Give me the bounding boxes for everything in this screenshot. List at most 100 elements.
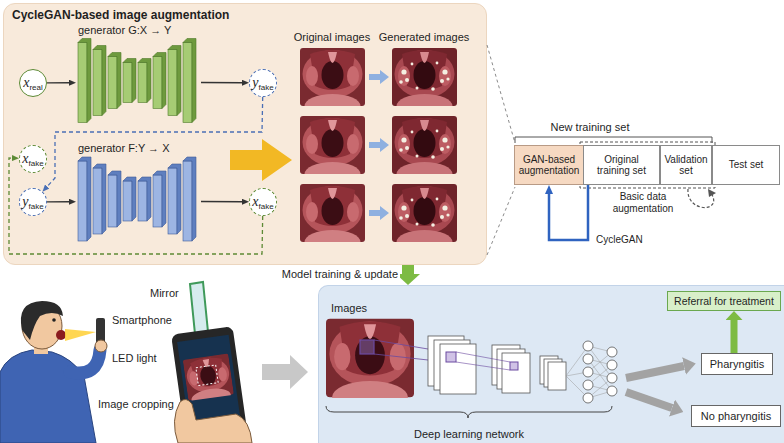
generator-f-stack-part xyxy=(153,175,162,227)
generator-f-stack-part xyxy=(168,168,177,234)
network-illustration-part-part xyxy=(548,362,566,390)
generator-g-stack-part xyxy=(123,63,132,103)
connector xyxy=(47,82,69,84)
connector xyxy=(731,320,738,353)
connector xyxy=(201,82,242,84)
connector xyxy=(402,265,414,274)
person-illustration-part xyxy=(0,350,96,443)
generator-g-stack-part xyxy=(108,57,117,109)
subscript: fake xyxy=(29,159,44,168)
generator-f-stack-part xyxy=(78,157,91,241)
label-slot: LED light xyxy=(112,352,157,365)
person-illustration-part xyxy=(95,340,107,352)
dataset-box: Original training set xyxy=(583,145,660,185)
text-slot: generator G:X → Y xyxy=(78,24,171,37)
sample-circle: yfake xyxy=(19,188,47,216)
edge-label: CycleGAN xyxy=(594,234,645,246)
person-illustration-part xyxy=(70,350,100,373)
generator-f-stack-part xyxy=(123,181,132,221)
network-illustration-part-part xyxy=(583,393,593,403)
text-slot: CycleGAN-based image augmentation xyxy=(12,9,229,23)
network-illustration-part-part xyxy=(607,360,617,370)
person-illustration-part xyxy=(56,330,66,340)
generator-network: generator F:Y → X xyxy=(76,159,201,245)
person-illustration-part xyxy=(65,329,96,341)
network-illustration-part xyxy=(446,352,456,362)
generator-network: generator G:X → Y xyxy=(76,41,201,126)
generator-f-stack-part xyxy=(78,161,87,241)
box-text: Validation set xyxy=(664,154,708,177)
loop-label: Basic data augmentation xyxy=(604,191,682,214)
generator-f-stack-part xyxy=(93,168,102,234)
box-text: No pharyngitis xyxy=(701,410,771,423)
label-slot: Generated images xyxy=(379,31,470,44)
column-header: Generated images xyxy=(379,31,470,44)
variable-name: x xyxy=(22,151,28,167)
math-symbol: yfake xyxy=(252,75,273,91)
box-text: Test set xyxy=(729,159,763,171)
smartphone-in-hand-part-part xyxy=(196,365,218,386)
generator-g-stack-part xyxy=(138,63,147,103)
generator-f-stack-part xyxy=(108,171,121,227)
sample-circle: yfake xyxy=(249,69,277,97)
generator-g-stack-part xyxy=(168,46,181,116)
panel-title: CycleGAN-based image augmentation xyxy=(12,9,229,23)
math-symbol: xfake xyxy=(22,151,43,167)
subscript: fake xyxy=(259,202,274,211)
network-illustration-part-part xyxy=(607,347,617,357)
dataset-link-lines-part xyxy=(487,187,515,255)
smartphone-in-hand-part-part xyxy=(183,354,235,409)
dataset-link-lines-part xyxy=(487,45,515,143)
generator-f-stack-part xyxy=(153,171,166,227)
variable-name: y xyxy=(22,194,28,210)
edge-label: Model training & update xyxy=(280,268,400,281)
result-box: Pharyngitis xyxy=(701,353,773,375)
variable-name: y xyxy=(252,75,258,91)
generator-f-stack-part xyxy=(138,181,147,221)
text-slot: generator F:Y → X xyxy=(78,142,170,155)
dashed-group-outline xyxy=(580,142,715,188)
box-text: Pharyngitis xyxy=(710,358,764,371)
generator-f-stack-part xyxy=(108,175,117,227)
network-illustration-part-part xyxy=(440,344,476,394)
subscript: real xyxy=(29,83,42,92)
smartphone-in-hand xyxy=(171,326,252,443)
edge-label-slot: CycleGAN xyxy=(594,234,645,246)
dataset-link-lines xyxy=(487,45,515,255)
text-slot: Deep learning network xyxy=(414,428,524,441)
bracket-label: New training set xyxy=(551,121,630,134)
part-label: Image cropping xyxy=(98,398,174,411)
box-text: Referral for treatment xyxy=(674,295,774,307)
label-slot: New training set xyxy=(551,121,630,134)
person-illustration-part xyxy=(52,318,56,322)
generator-g-stack-part xyxy=(153,53,166,109)
math-symbol: yfake xyxy=(22,194,43,210)
edge-label-slot: Model training & update xyxy=(280,268,400,281)
generator-g-stack-part xyxy=(183,39,196,123)
dataset-box: Validation set xyxy=(660,145,712,185)
brace-label: Deep learning network xyxy=(414,428,524,441)
generator-g-stack-part xyxy=(153,57,162,109)
math-symbol: xfake xyxy=(252,194,273,210)
generator-g-stack-part xyxy=(93,50,102,116)
network-illustration-part-part xyxy=(583,341,593,351)
smartphone-in-hand-part xyxy=(174,399,252,443)
connector xyxy=(47,201,69,203)
section-label: Images xyxy=(331,302,367,315)
network-illustration-part-part xyxy=(502,353,530,393)
generator-g-stack-part xyxy=(93,46,106,116)
label-slot: Original images xyxy=(294,31,370,44)
network-illustration-part xyxy=(360,340,374,354)
sample-circle: xreal xyxy=(19,69,47,97)
box-text: Original training set xyxy=(587,154,656,177)
generator-f-stack-part xyxy=(123,177,136,221)
column-header: Original images xyxy=(294,31,370,44)
generator-f-stack-part xyxy=(168,164,181,234)
label-slot: Basic data augmentation xyxy=(604,191,682,214)
generator-g-stack-part xyxy=(108,53,121,109)
generator-label: generator F:Y → X xyxy=(78,142,170,155)
generator-g-stack-part xyxy=(78,43,87,123)
generator-g-stack-part xyxy=(183,43,192,123)
generator-g-stack-part xyxy=(168,50,177,116)
